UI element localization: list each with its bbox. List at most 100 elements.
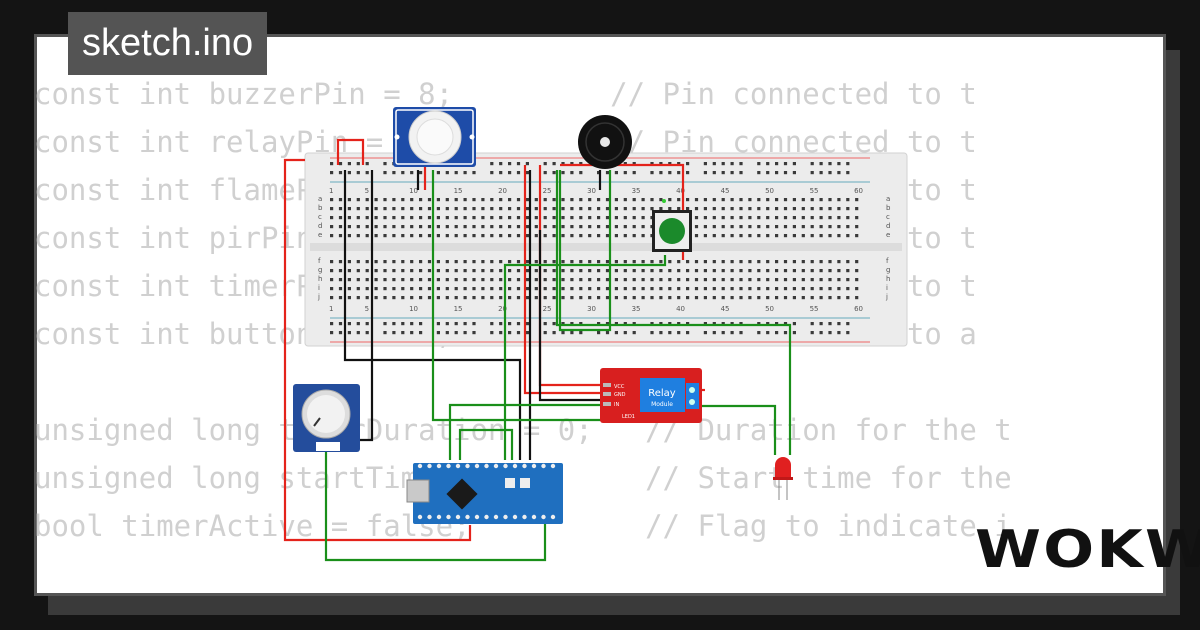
breadboard-hole xyxy=(730,331,734,335)
breadboard-hole xyxy=(694,260,699,264)
breadboard-hole xyxy=(694,225,699,229)
breadboard-hole xyxy=(436,234,440,238)
relay-pin-label: GND xyxy=(614,392,626,398)
breadboard-hole xyxy=(739,331,743,335)
breadboard-hole xyxy=(748,198,752,202)
breadboard-hole xyxy=(775,198,779,202)
breadboard-hole xyxy=(570,216,574,220)
breadboard-hole xyxy=(846,269,850,273)
breadboard-hole xyxy=(739,234,743,238)
breadboard-hole xyxy=(686,260,690,264)
nano-pin xyxy=(493,463,499,469)
breadboard-row-letter: c xyxy=(886,213,890,221)
breadboard-hole xyxy=(775,287,779,291)
breadboard-row-letter: b xyxy=(886,204,891,212)
breadboard-hole xyxy=(490,216,494,220)
nano-pin xyxy=(474,514,480,520)
breadboard-hole xyxy=(436,322,440,326)
breadboard-hole xyxy=(552,216,556,220)
breadboard-hole xyxy=(419,225,423,229)
breadboard-hole xyxy=(516,331,521,335)
nano-pin xyxy=(522,463,527,469)
breadboard-hole xyxy=(427,260,432,264)
wire-red xyxy=(523,165,605,395)
code-line: const int buzzerPin = 8; // Pin connecte… xyxy=(34,77,977,111)
breadboard-hole xyxy=(392,225,396,229)
breadboard-hole xyxy=(401,234,405,238)
breadboard-hole xyxy=(463,207,467,211)
breadboard-hole xyxy=(632,171,636,175)
breadboard-hole xyxy=(534,287,538,291)
breadboard-hole xyxy=(641,225,645,229)
breadboard-hole xyxy=(614,296,618,300)
wire-green xyxy=(558,170,612,332)
breadboard-hole xyxy=(588,296,592,300)
breadboard-hole xyxy=(561,198,565,202)
breadboard-hole xyxy=(543,171,547,175)
breadboard-hole xyxy=(543,207,547,211)
breadboard-hole xyxy=(552,287,556,291)
breadboard-hole xyxy=(677,260,681,264)
breadboard-hole xyxy=(508,207,512,211)
breadboard-hole xyxy=(739,207,743,211)
breadboard-hole xyxy=(668,269,672,273)
breadboard-hole xyxy=(846,198,850,202)
breadboard-hole xyxy=(570,162,574,166)
breadboard-hole xyxy=(347,287,351,291)
breadboard-hole xyxy=(410,207,414,211)
breadboard-hole xyxy=(436,225,440,229)
breadboard-hole xyxy=(401,269,405,273)
breadboard-hole xyxy=(846,171,850,175)
breadboard-hole xyxy=(721,296,725,300)
breadboard-hole xyxy=(392,234,396,238)
breadboard-hole xyxy=(383,287,387,291)
breadboard-hole xyxy=(783,322,788,326)
breadboard-hole xyxy=(703,296,707,300)
breadboard-hole xyxy=(632,225,636,229)
breadboard-hole xyxy=(757,162,761,166)
nano-pin xyxy=(417,514,423,520)
breadboard-hole xyxy=(570,331,574,335)
breadboard-hole xyxy=(632,234,636,238)
breadboard-hole xyxy=(552,260,556,264)
breadboard-hole xyxy=(739,260,743,264)
breadboard-hole xyxy=(330,296,334,300)
breadboard-hole xyxy=(543,322,547,326)
breadboard-hole xyxy=(419,287,423,291)
breadboard-hole xyxy=(748,216,752,220)
breadboard-hole xyxy=(445,269,449,273)
breadboard-hole xyxy=(383,225,387,229)
relay-pin-label: VCC xyxy=(614,384,625,390)
breadboard-hole xyxy=(347,269,351,273)
breadboard-hole xyxy=(347,331,351,335)
breadboard-hole xyxy=(561,331,565,335)
breadboard-hole xyxy=(588,278,592,282)
breadboard-hole xyxy=(401,296,405,300)
breadboard-hole xyxy=(597,234,601,238)
breadboard-hole xyxy=(481,269,485,273)
breadboard-row-letter: a xyxy=(886,195,890,203)
breadboard-hole xyxy=(516,278,521,282)
breadboard-hole xyxy=(543,287,547,291)
breadboard-hole xyxy=(837,322,841,326)
breadboard-hole xyxy=(703,216,707,220)
relay-module: Relay Module VCC GND IN LED1 xyxy=(600,368,702,423)
breadboard-hole xyxy=(392,296,396,300)
breadboard-hole xyxy=(712,296,716,300)
breadboard-hole xyxy=(694,287,699,291)
breadboard-hole xyxy=(641,296,645,300)
breadboard-column-number: 35 xyxy=(632,305,641,313)
breadboard-hole xyxy=(730,225,734,229)
breadboard-hole xyxy=(605,296,610,300)
breadboard-hole xyxy=(410,269,414,273)
breadboard-hole xyxy=(516,287,521,291)
breadboard-hole xyxy=(472,322,476,326)
breadboard-hole xyxy=(454,322,458,326)
breadboard-hole xyxy=(721,162,725,166)
breadboard-hole xyxy=(641,198,645,202)
breadboard-row-letter: h xyxy=(886,275,890,283)
code-line: unsigned long startTime = 0; // Start ti… xyxy=(34,461,1012,495)
breadboard-hole xyxy=(650,269,654,273)
arduino-nano-icon xyxy=(406,463,563,524)
breadboard-hole xyxy=(810,322,814,326)
